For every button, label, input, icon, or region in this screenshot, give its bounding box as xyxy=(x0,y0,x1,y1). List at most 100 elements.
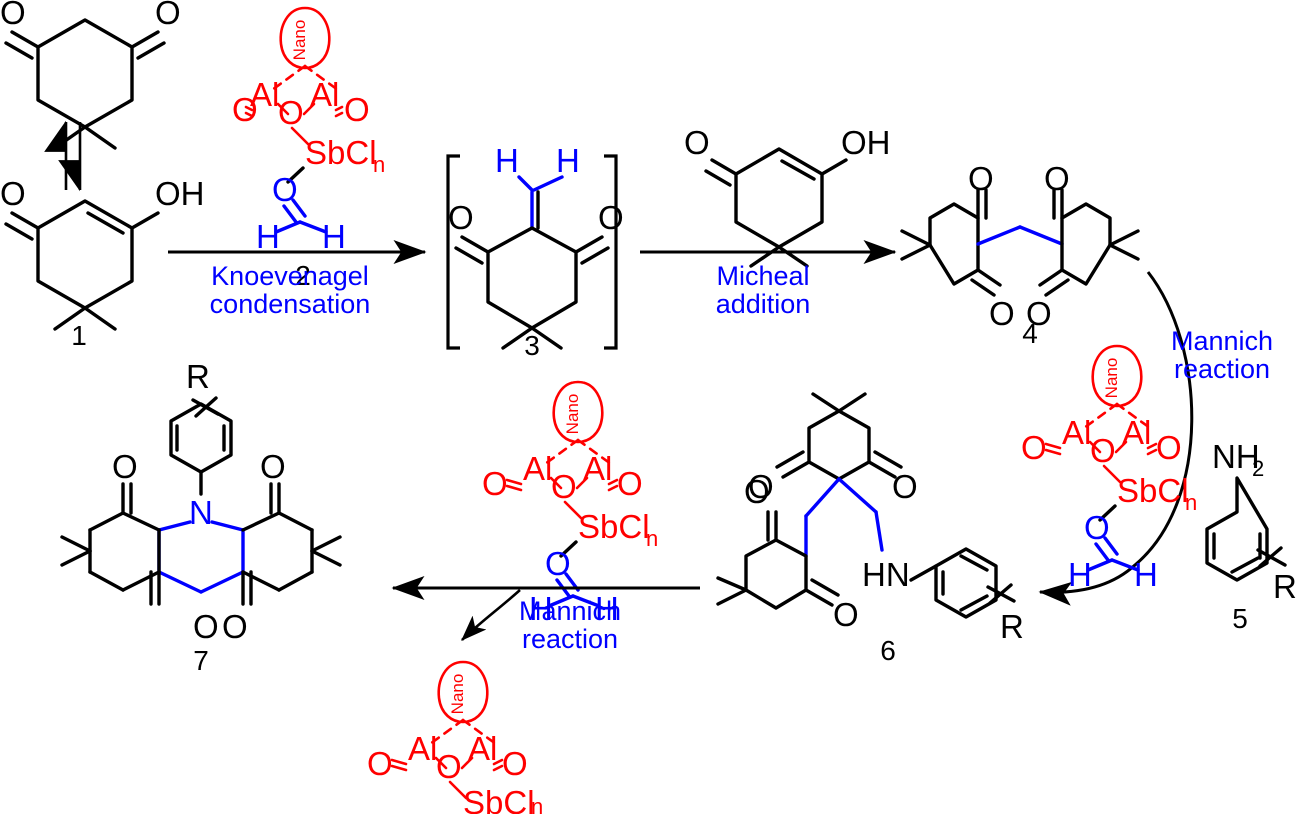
catalyst-2-nano-label: Nano xyxy=(290,20,309,61)
catalyst-right-nano-label: Nano xyxy=(1102,358,1121,399)
compound-5-r-group: R xyxy=(1273,568,1297,605)
catalyst-right-structure: Nano Al Al O O O SbCl n O H H xyxy=(1021,344,1197,593)
catalyst-right-formaldehyde-h-left: H xyxy=(1068,556,1092,593)
catalyst-middle-o-bridge: O xyxy=(551,468,577,505)
nano-particle-shape-right xyxy=(1091,344,1143,408)
catalyst-2-o-right: O xyxy=(344,91,370,128)
mannich-curved-arrow-right xyxy=(1038,271,1194,606)
catalyst-2-formaldehyde-h-left: H xyxy=(256,218,280,255)
catalyst-middle-sbcl-subscript: n xyxy=(646,526,658,551)
compound-5-nh2-subscript: 2 xyxy=(1252,456,1264,481)
catalyst-regen-al-right: Al xyxy=(468,730,497,767)
mannich-bottom-line2: reaction xyxy=(522,624,618,654)
compound-4-o-top-left: O xyxy=(968,160,994,197)
catalyst-regen-al-left: Al xyxy=(408,730,437,767)
compound-1-label: 1 xyxy=(71,320,87,351)
compound-1-keto-o-left: O xyxy=(0,0,26,31)
compound-7-o-lower-left: O xyxy=(193,608,219,645)
compound-7-r-group: R xyxy=(186,358,210,395)
compound-7-o-lower-right: O xyxy=(222,608,248,645)
mannich-right-line2: reaction xyxy=(1174,354,1270,384)
compound-1-enol-structure: O OH xyxy=(0,175,205,331)
compound-3-label: 3 xyxy=(524,330,540,361)
catalyst-right-sbcl-subscript: n xyxy=(1185,490,1197,515)
catalyst-middle-o-right: O xyxy=(617,465,643,502)
catalyst-2-sbcl-subscript: n xyxy=(373,152,385,177)
compound-1-keto-o-right: O xyxy=(155,0,181,31)
catalyst-middle-al-left: Al xyxy=(523,450,552,487)
catalyst-middle-formaldehyde-h-right: H xyxy=(595,590,619,627)
catalyst-regen-o-right: O xyxy=(502,745,528,782)
compound-7-structure: R N O O xyxy=(60,358,342,645)
catalyst-regen-sbcl: SbCl xyxy=(463,784,535,814)
catalyst-regen-o-left: O xyxy=(367,745,393,782)
catalyst-2-al-left: Al xyxy=(250,76,279,113)
compound-5-structure: NH 2 R xyxy=(1205,438,1297,605)
compound-4-o-bot-right: O xyxy=(1026,295,1052,332)
catalyst-regen-sbcl-subscript: n xyxy=(531,794,543,814)
catalyst-2-sbcl: SbCl xyxy=(305,134,377,171)
compound-2-label: 2 xyxy=(295,260,311,291)
compound-3-structure: H H O O xyxy=(446,142,624,350)
catalyst-middle-sbcl: SbCl xyxy=(578,508,650,545)
catalyst-2-structure: Nano Al Al O O O SbCl n O H H xyxy=(232,6,385,255)
compound-4-o-top-right: O xyxy=(1044,160,1070,197)
michael-label-line2: addition xyxy=(716,289,811,319)
mannich-bottom-arrow-group: Mannich reaction xyxy=(391,576,700,654)
dimedone-enol-oh: OH xyxy=(841,124,891,161)
catalyst-regen-o-bridge: O xyxy=(436,748,462,785)
catalyst-middle-nano-label: Nano xyxy=(563,394,582,435)
catalyst-right-sbcl: SbCl xyxy=(1117,472,1189,509)
nano-particle-shape-regen xyxy=(437,660,489,724)
catalyst-middle-formaldehyde-h-left: H xyxy=(529,590,553,627)
compound-6-o-lower-left: O xyxy=(744,473,770,510)
catalyst-regen-nano-label: Nano xyxy=(448,674,467,715)
knoevenagel-arrow-group: Knoevenagel condensation xyxy=(168,240,427,319)
compound-3-h-left: H xyxy=(495,142,519,179)
compound-1-enol-o-left: O xyxy=(0,175,26,212)
catalyst-middle-al-right: Al xyxy=(583,450,612,487)
compound-1-enol-oh: OH xyxy=(155,175,205,212)
michael-arrow-group: Micheal addition xyxy=(640,240,897,319)
knoevenagel-label-line1: Knoevenagel xyxy=(211,261,369,291)
compound-6-o-lower-right: O xyxy=(833,596,859,633)
catalyst-right-formaldehyde-h-right: H xyxy=(1134,556,1158,593)
compound-7-nitrogen: N xyxy=(189,494,213,531)
mannich-right-label-group: Mannich reaction xyxy=(1171,326,1273,384)
compound-4-structure: O O O O xyxy=(900,160,1140,332)
dimedone-enol-reagent-structure: O OH xyxy=(684,124,891,268)
compound-7-o-upper-right: O xyxy=(260,448,286,485)
compound-3-h-right: H xyxy=(556,142,580,179)
tautomer-equilibrium-arrows xyxy=(44,120,82,192)
compound-3-o-left: O xyxy=(448,199,474,236)
compound-7-o-upper-left: O xyxy=(112,448,138,485)
compound-6-structure: O O O O HN R xyxy=(716,392,1024,645)
compound-6-label: 6 xyxy=(880,635,896,666)
mannich-bottom-line1: Mannich xyxy=(519,596,621,626)
compound-5-label: 5 xyxy=(1232,603,1248,634)
compound-6-o-upper-left: O xyxy=(748,468,774,505)
catalyst-right-o-left: O xyxy=(1021,429,1047,466)
knoevenagel-label-line2: condensation xyxy=(210,289,371,319)
catalyst-right-al-left: Al xyxy=(1062,414,1091,451)
compound-3-o-right: O xyxy=(598,199,624,236)
catalyst-2-formaldehyde-h-right: H xyxy=(322,218,346,255)
compound-4-o-bot-left: O xyxy=(989,295,1015,332)
compound-6-r-group: R xyxy=(1000,608,1024,645)
catalyst-middle-structure: Nano Al Al O O O SbCl n O H H xyxy=(482,380,658,627)
compound-7-label: 7 xyxy=(193,645,209,676)
compound-5-nh2: NH xyxy=(1212,438,1260,475)
michael-label-line1: Micheal xyxy=(716,261,809,291)
catalyst-2-o-bridge: O xyxy=(278,94,304,131)
catalyst-2-al-right: Al xyxy=(310,76,339,113)
compound-6-hn: HN xyxy=(862,556,910,593)
mannich-right-line1: Mannich xyxy=(1171,326,1273,356)
catalyst-right-al-right: Al xyxy=(1122,414,1151,451)
catalyst-middle-o-left: O xyxy=(482,465,508,502)
catalyst-2-o-left: O xyxy=(232,91,258,128)
catalyst-right-o-right: O xyxy=(1156,429,1182,466)
compound-1-keto-structure: O O xyxy=(0,0,181,150)
nano-particle-shape-middle xyxy=(552,380,604,444)
catalyst-regenerated-structure: Nano Al Al O O O SbCl n xyxy=(367,660,543,814)
